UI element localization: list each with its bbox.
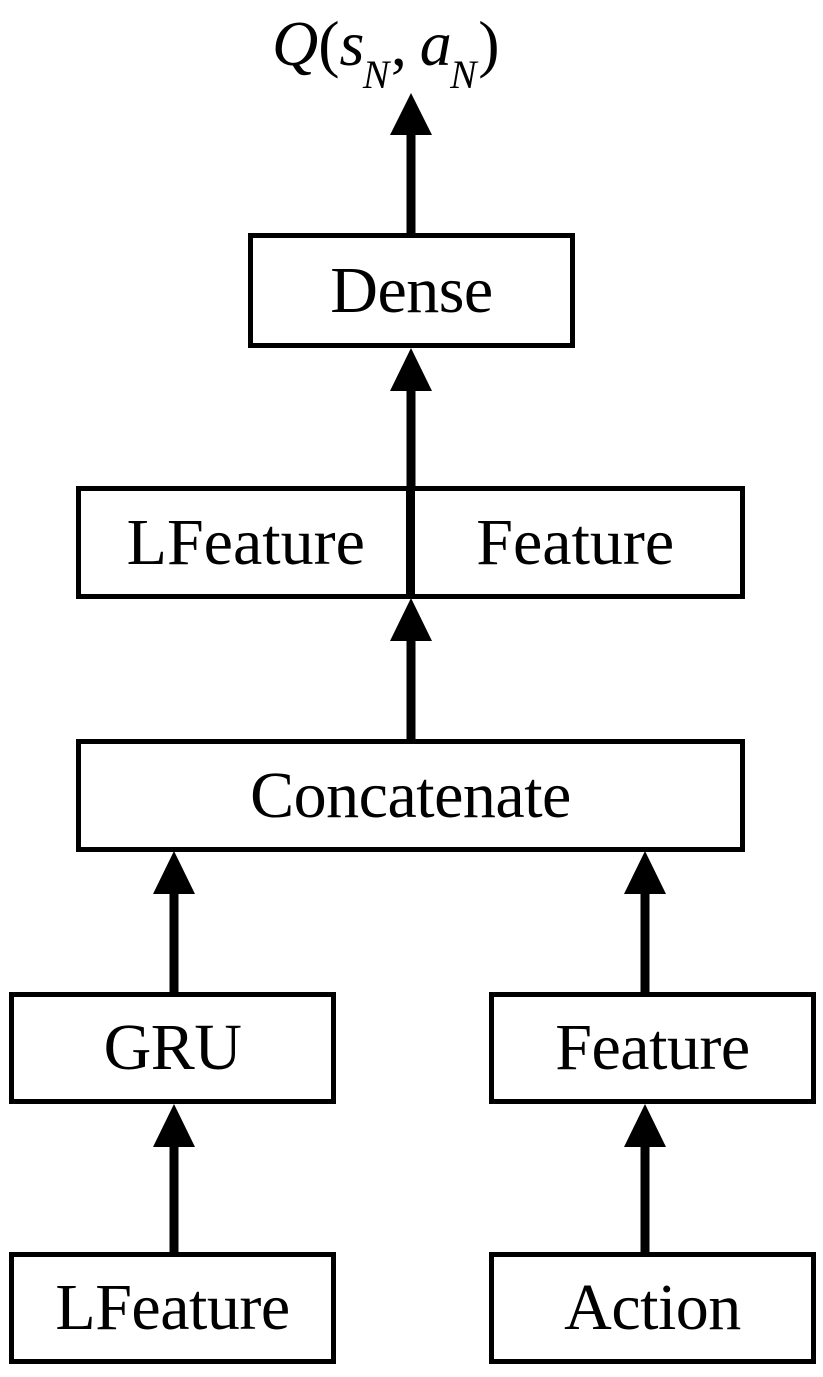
node-action-input[interactable]: Action — [489, 1252, 816, 1364]
edge-concatenate-to-lfeature-feature — [386, 595, 436, 743]
edge-lfeature-to-gru — [149, 1101, 199, 1253]
split-box-divider — [406, 486, 415, 599]
formula-state-subscript: N — [362, 52, 390, 97]
edge-lfeature-feature-to-dense — [386, 345, 436, 490]
formula-open-paren: ( — [318, 8, 340, 79]
formula-action-subscript: N — [450, 52, 477, 97]
formula-action-symbol: a — [419, 8, 452, 79]
node-gru-label: GRU — [103, 1011, 242, 1084]
node-lfeature-input[interactable]: LFeature — [9, 1252, 336, 1364]
formula-comma: , — [390, 8, 407, 79]
edge-feature-to-concatenate — [620, 848, 670, 996]
node-dense-label: Dense — [330, 253, 493, 327]
node-feature-label: Feature — [555, 1011, 750, 1084]
node-lfeature-input-label: LFeature — [55, 1271, 290, 1344]
node-concatenate-label: Concatenate — [250, 758, 571, 832]
node-feature-half-label: Feature — [476, 505, 675, 579]
formula-q: Q — [272, 8, 319, 79]
edge-action-to-feature — [620, 1101, 670, 1253]
node-feature[interactable]: Feature — [489, 992, 816, 1104]
formula-state-symbol: s — [339, 8, 365, 79]
edge-dense-to-output — [386, 90, 436, 238]
node-lfeature-half-label: LFeature — [126, 505, 365, 579]
node-feature-half[interactable]: Feature — [411, 491, 741, 594]
edge-gru-to-concatenate — [149, 848, 199, 996]
node-gru[interactable]: GRU — [9, 992, 336, 1104]
node-concatenate[interactable]: Concatenate — [76, 739, 745, 852]
node-dense[interactable]: Dense — [248, 233, 575, 348]
node-action-input-label: Action — [564, 1271, 741, 1344]
output-q-value-label: Q(sN, aN) — [272, 12, 500, 95]
node-lfeature-half[interactable]: LFeature — [81, 491, 411, 594]
formula-close-paren: ) — [478, 8, 500, 79]
